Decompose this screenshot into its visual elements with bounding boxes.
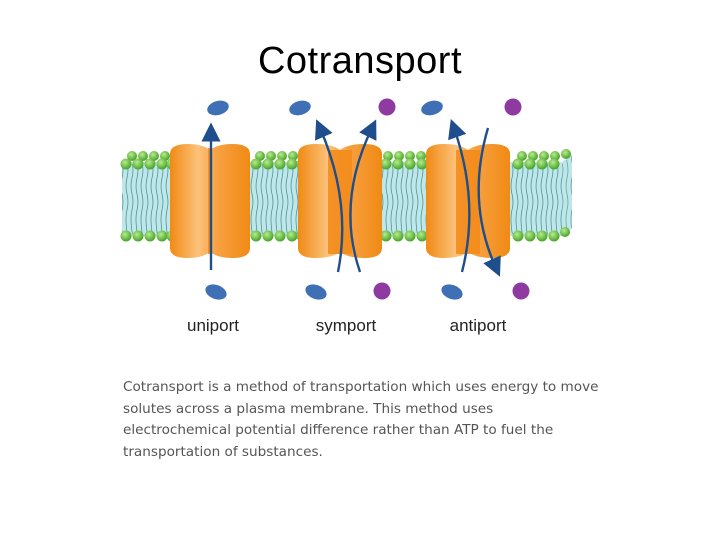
membrane-illustration <box>120 98 572 300</box>
uniport-label: uniport <box>187 316 239 335</box>
description-text: Cotransport is a method of transportatio… <box>123 379 599 461</box>
transport-diagram <box>110 92 590 342</box>
symport-label: symport <box>315 316 377 335</box>
slide-title: Cotransport <box>257 40 463 82</box>
solutes-top <box>207 98 522 116</box>
solutes-bottom <box>205 282 530 300</box>
antiport-label: antiport <box>449 316 507 335</box>
